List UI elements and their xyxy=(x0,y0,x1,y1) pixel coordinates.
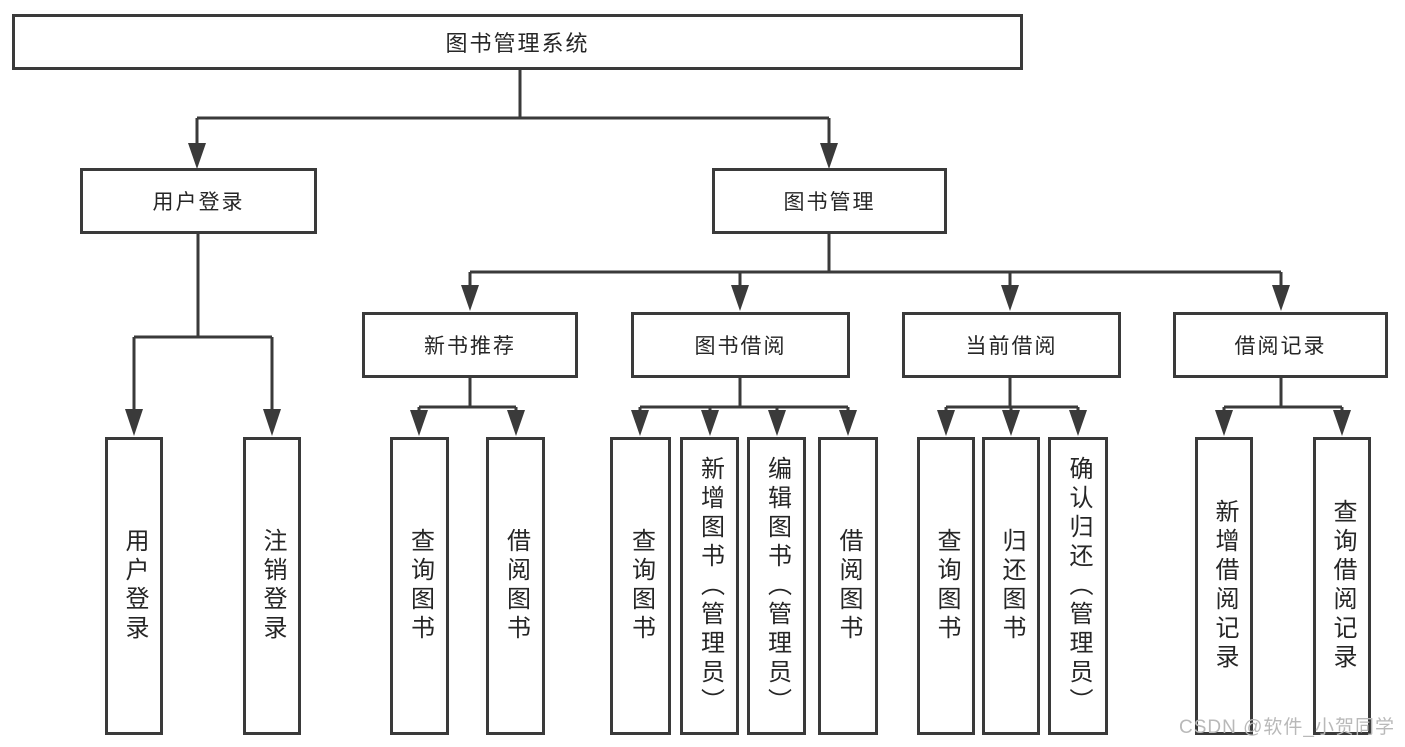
leaf-current-return-books: 归还图书 xyxy=(982,437,1040,735)
leaf-borrow-query-books: 查询图书 xyxy=(610,437,671,735)
leaf-current-confirm-return-admin: 确认归还（管理员） xyxy=(1048,437,1108,735)
leaf-newbook-borrow-books: 借阅图书 xyxy=(486,437,545,735)
leaf-borrow-borrow-books: 借阅图书 xyxy=(818,437,878,735)
leaf-borrow-edit-books-admin: 编辑图书（管理员） xyxy=(747,437,806,735)
node-new-book-recommend: 新书推荐 xyxy=(362,312,578,378)
leaf-current-query-books: 查询图书 xyxy=(917,437,975,735)
leaf-records-add-record: 新增借阅记录 xyxy=(1195,437,1253,735)
leaf-newbook-query-books: 查询图书 xyxy=(390,437,449,735)
leaf-borrow-add-books-admin: 新增图书（管理员） xyxy=(680,437,739,735)
branch-user-login: 用户登录 xyxy=(80,168,317,234)
node-book-borrow: 图书借阅 xyxy=(631,312,850,378)
leaf-logout: 注销登录 xyxy=(243,437,301,735)
root-node-library-system: 图书管理系统 xyxy=(12,14,1023,70)
branch-book-management: 图书管理 xyxy=(712,168,947,234)
node-current-borrow: 当前借阅 xyxy=(902,312,1121,378)
csdn-watermark: CSDN @软件_小贺同学 xyxy=(1179,717,1395,738)
leaf-records-query-record: 查询借阅记录 xyxy=(1313,437,1371,735)
leaf-user-login: 用户登录 xyxy=(105,437,163,735)
node-borrow-records: 借阅记录 xyxy=(1173,312,1388,378)
